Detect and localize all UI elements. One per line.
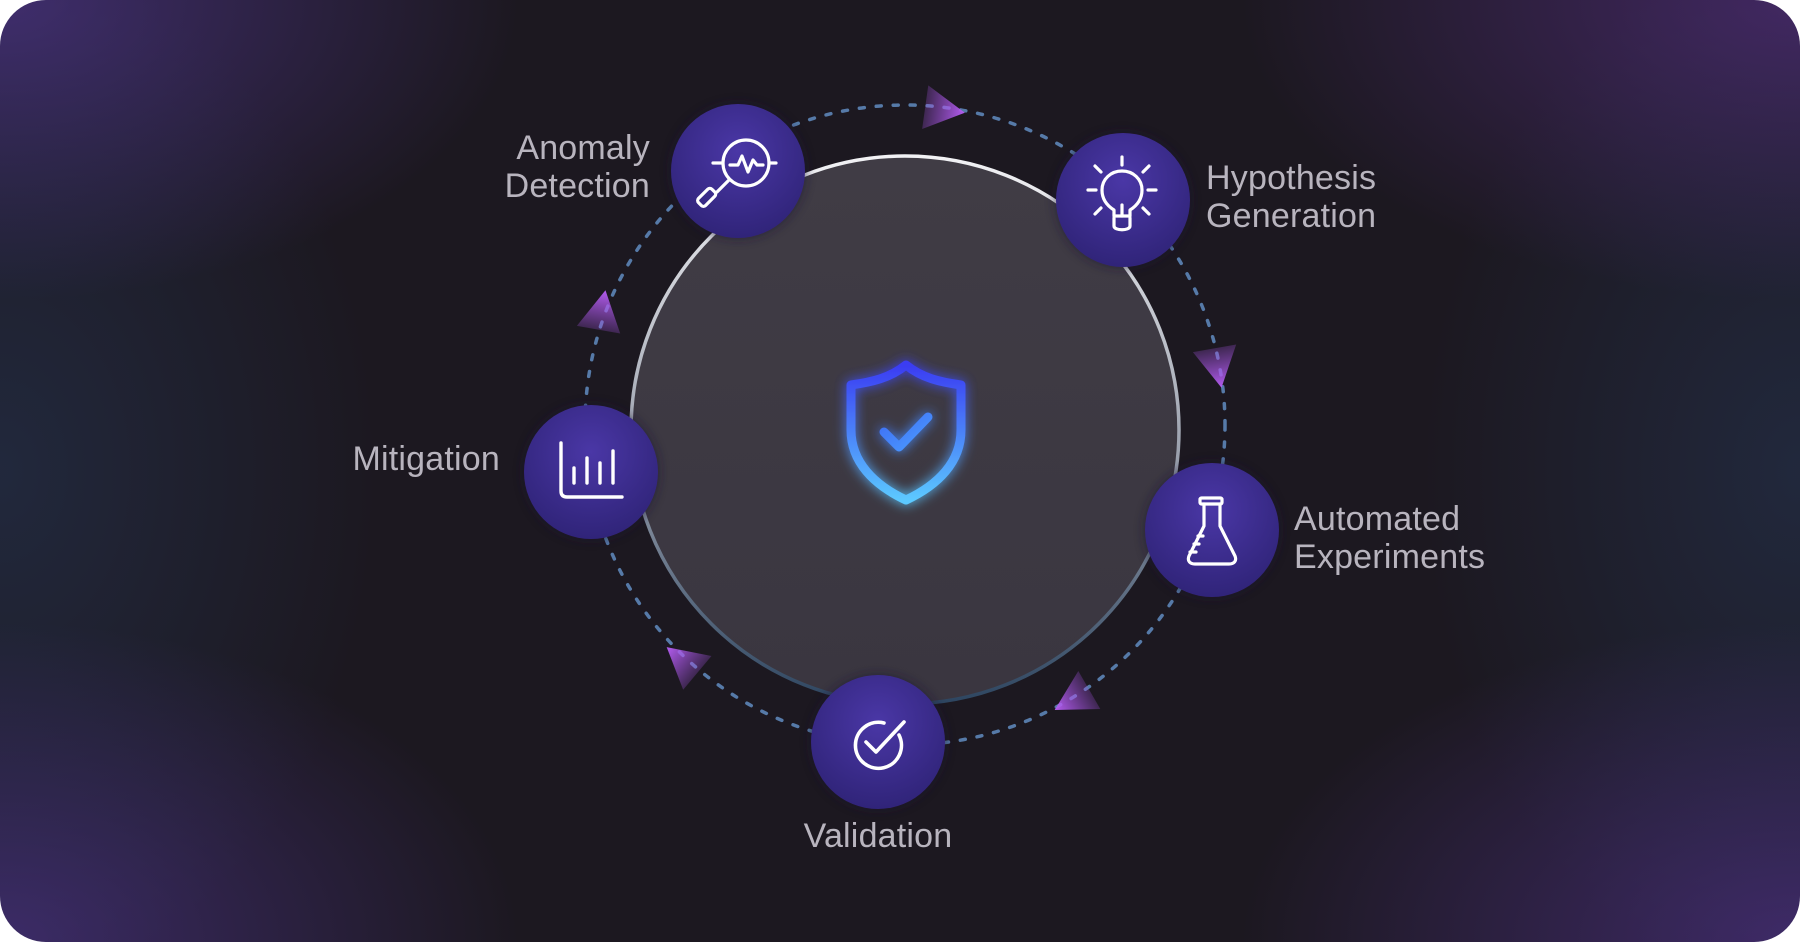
flow-arrow-bottom-left <box>666 647 712 690</box>
lightbulb-icon <box>1086 155 1158 232</box>
step-label-automated-experiments: Automated Experiments <box>1294 500 1486 576</box>
step-label-validation: Validation <box>803 817 953 855</box>
step-node-validation <box>810 674 946 810</box>
flask-icon <box>1186 496 1238 566</box>
bar-chart-icon <box>559 441 624 499</box>
step-node-automated-experiments <box>1144 462 1280 598</box>
flow-arrow-right-top <box>1192 344 1237 388</box>
shield-check-icon <box>846 360 966 505</box>
step-node-anomaly-detection <box>670 103 806 239</box>
flow-arrow-top <box>922 85 965 130</box>
step-node-mitigation <box>523 404 659 540</box>
flow-arrow-right-bottom <box>1054 670 1101 710</box>
step-label-mitigation: Mitigation <box>352 440 500 478</box>
magnifier-pulse-icon <box>696 138 778 208</box>
step-label-anomaly-detection: Anomaly Detection <box>504 129 650 205</box>
check-circle-icon <box>853 720 906 771</box>
flow-arrow-left <box>576 290 621 334</box>
step-label-hypothesis-generation: Hypothesis Generation <box>1206 159 1377 235</box>
step-node-hypothesis-generation <box>1055 132 1191 268</box>
